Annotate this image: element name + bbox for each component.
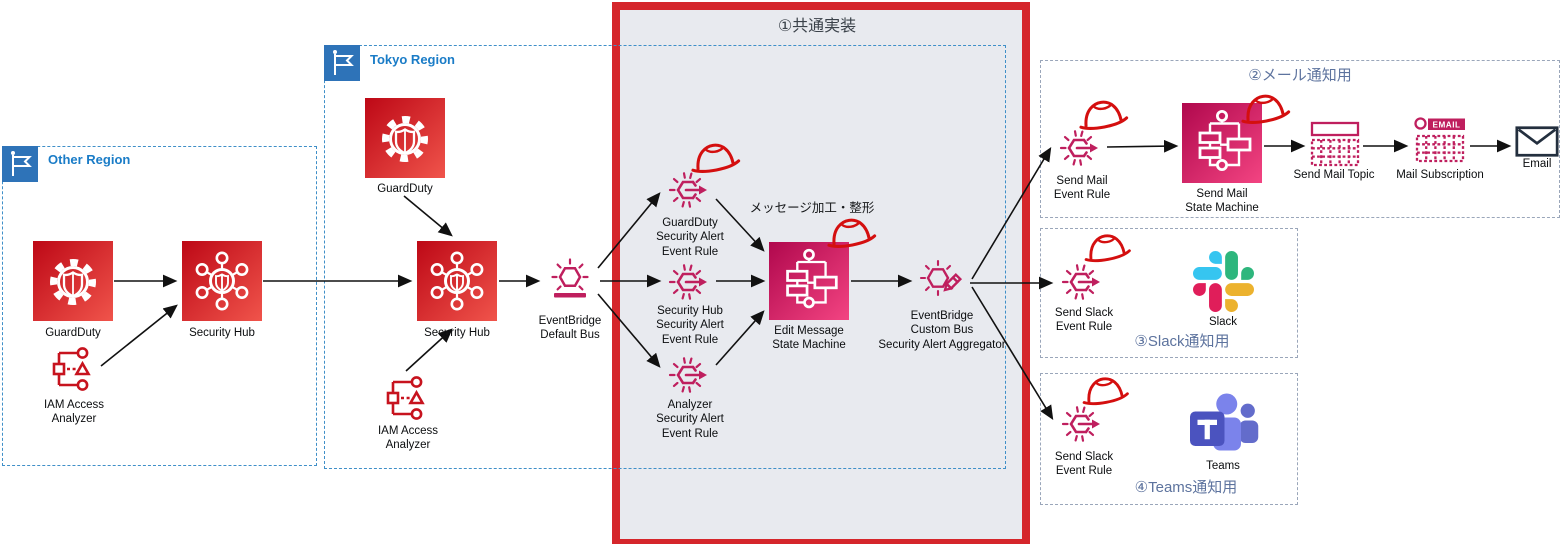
analyzer-rule-label: Analyzer Security Alert Event Rule: [656, 399, 724, 440]
construction-helmet-icon: [1081, 230, 1133, 266]
send-slack-rule-label: Send Slack Event Rule: [1054, 451, 1114, 478]
edit-message-sm-label: Edit Message State Machine: [772, 325, 846, 352]
mail-notification-group: [1040, 60, 1560, 218]
step-functions-state-machine-icon: [769, 242, 849, 320]
security-hub-icon: [182, 241, 262, 321]
slack-logo-icon: [1193, 251, 1254, 312]
securityhub-rule-label: Security Hub Security Alert Event Rule: [656, 305, 724, 346]
other-region-label: Other Region: [48, 152, 131, 167]
teams-logo-icon: [1184, 392, 1262, 458]
flow-arrow: [971, 146, 1052, 280]
construction-helmet-icon: [688, 139, 742, 177]
flow-arrow: [405, 328, 453, 372]
slack-label: Slack: [1208, 316, 1238, 328]
region-flag-icon: [324, 45, 360, 81]
send-mail-sm-label: Send Mail State Machine: [1185, 188, 1259, 215]
flow-arrow: [597, 192, 661, 269]
flow-arrow: [100, 304, 178, 367]
tokyo-region-label: Tokyo Region: [370, 52, 455, 67]
guardduty-label: GuardDuty: [377, 183, 433, 195]
flow-arrow: [971, 286, 1054, 421]
flow-arrow: [1106, 139, 1179, 153]
mail-notification-title: ②メール通知用: [1248, 67, 1352, 84]
send-slack-rule-label: Send Slack Event Rule: [1054, 307, 1114, 334]
common-implementation-title: ①共通実装: [777, 18, 857, 35]
other-region-group: [2, 146, 317, 466]
construction-helmet-icon: [1079, 373, 1131, 409]
teams-notification-title: ④Teams通知用: [1134, 479, 1238, 496]
flow-arrow: [715, 198, 765, 252]
custom-bus-label: EventBridge Custom Bus Security Alert Ag…: [878, 310, 1006, 351]
email-badge: EMAIL: [1433, 120, 1461, 129]
slack-notification-title: ③Slack通知用: [1134, 333, 1230, 350]
slack-notification-group: [1040, 228, 1298, 358]
send-mail-rule-label: Send Mail Event Rule: [1053, 175, 1111, 202]
guardduty-icon: [33, 241, 113, 321]
construction-helmet-icon: [824, 214, 878, 252]
construction-helmet-icon: [1238, 90, 1292, 128]
sns-topic-icon: [1309, 120, 1361, 168]
iam-access-analyzer-label: IAM Access Analyzer: [377, 425, 439, 452]
flow-arrow: [403, 195, 453, 237]
email-label: Email: [1522, 158, 1552, 170]
security-hub-label: Security Hub: [189, 327, 255, 339]
iam-access-analyzer-icon: [48, 343, 100, 395]
edit-message-note: メッセージ加工・整形: [749, 201, 875, 215]
sns-email-subscription-icon: EMAIL: [1412, 116, 1468, 166]
security-hub-icon: [417, 241, 497, 321]
guardduty-label: GuardDuty: [45, 327, 101, 339]
eventbridge-custom-bus-icon: [916, 258, 968, 310]
eventbridge-rule-icon: [666, 258, 714, 306]
security-hub-label: Security Hub: [424, 327, 490, 339]
email-icon: [1515, 125, 1559, 158]
iam-access-analyzer-icon: [382, 372, 434, 424]
send-mail-topic-label: Send Mail Topic: [1293, 169, 1375, 181]
teams-notification-group: [1040, 373, 1298, 505]
mail-subscription-label: Mail Subscription: [1396, 169, 1484, 181]
guardduty-rule-label: GuardDuty Security Alert Event Rule: [656, 217, 724, 258]
eventbridge-rule-icon: [666, 351, 714, 399]
flow-arrow: [597, 293, 661, 368]
eventbridge-default-bus-icon: [544, 256, 596, 308]
region-flag-icon: [2, 146, 38, 182]
guardduty-icon: [365, 98, 445, 178]
tokyo-region-group: [324, 45, 1006, 469]
construction-helmet-icon: [1076, 96, 1130, 134]
iam-access-analyzer-label: IAM Access Analyzer: [43, 399, 105, 426]
eventbridge-default-bus-label: EventBridge Default Bus: [538, 315, 602, 342]
teams-label: Teams: [1206, 460, 1240, 472]
flow-arrow: [715, 310, 765, 366]
